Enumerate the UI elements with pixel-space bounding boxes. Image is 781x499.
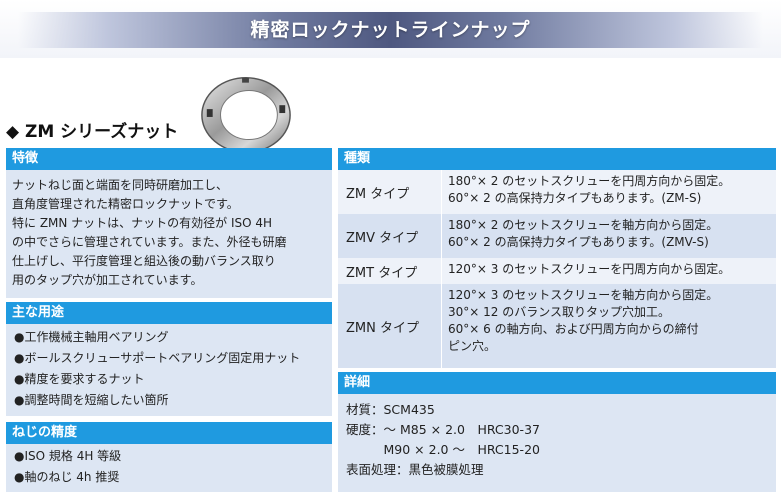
lock-nut-image <box>201 77 291 153</box>
details-line: 表面処理：黒色被膜処理 <box>346 462 484 477</box>
page-title: 精密ロックナットラインナップ <box>250 19 531 41</box>
features-line: ナットねじ面と端面を同時研磨加工し、 <box>12 178 229 192</box>
uses-header: 主な用途 <box>6 302 332 324</box>
features-panel: ナットねじ面と端面を同時研磨加工し、 直角度管理された精密ロックナットです。 特… <box>6 170 332 298</box>
details-panel: 材質：SCM435 硬度：～ M85 × 2.0 HRC30-37 M90 × … <box>338 394 776 492</box>
type-desc: 120°× 3 のセットスクリューを軸方向から固定。 30°× 12 のバランス… <box>442 284 776 368</box>
thread-header: ねじの精度 <box>6 422 332 444</box>
type-desc: 180°× 2 のセットスクリューを円周方向から固定。 60°× 2 の高保持力… <box>442 170 776 214</box>
type-row-zmt: ZMT タイプ 120°× 3 のセットスクリューを円周方向から固定。 <box>338 258 776 284</box>
type-name: ZM タイプ <box>338 170 442 214</box>
series-title: ◆ ZM シリーズナット <box>6 122 179 142</box>
features-line: の中でさらに管理されています。また、外径も研磨 <box>12 235 287 249</box>
types-header: 種類 <box>338 148 776 170</box>
features-line: 特に ZMN ナットは、ナットの有効径が ISO 4H <box>12 216 273 230</box>
type-desc-line: 180°× 2 のセットスクリューを軸方向から固定。 <box>448 218 719 232</box>
features-header: 特徴 <box>6 148 332 170</box>
type-name: ZMV タイプ <box>338 214 442 258</box>
use-item: ●調整時間を短縮したい箇所 <box>14 393 169 407</box>
type-desc-line: 120°× 3 のセットスクリューを軸方向から固定。 <box>448 288 719 302</box>
features-line: 用のタップ穴が加工されています。 <box>12 273 203 287</box>
type-desc-line: 180°× 2 のセットスクリューを円周方向から固定。 <box>448 174 731 188</box>
type-desc-line: 60°× 2 の高保持力タイプもあります。(ZMV-S) <box>448 235 709 249</box>
type-desc: 180°× 2 のセットスクリューを軸方向から固定。 60°× 2 の高保持力タ… <box>442 214 776 258</box>
use-item: ●ボールスクリューサポートベアリング固定用ナット <box>14 351 301 365</box>
type-desc-line: 60°× 6 の軸方向、および円周方向からの締付 <box>448 322 699 336</box>
thread-panel: ●ISO 規格 4H 等級 ●軸のねじ 4h 推奨 <box>6 444 332 492</box>
details-line: 硬度：～ M85 × 2.0 HRC30-37 <box>346 422 540 437</box>
banner-bar <box>18 12 763 48</box>
thread-item: ●軸のねじ 4h 推奨 <box>14 470 120 484</box>
type-row-zm: ZM タイプ 180°× 2 のセットスクリューを円周方向から固定。 60°× … <box>338 170 776 214</box>
type-desc-line: 120°× 3 のセットスクリューを円周方向から固定。 <box>448 262 731 276</box>
use-item: ●精度を要求するナット <box>14 372 145 386</box>
type-name: ZMT タイプ <box>338 258 442 284</box>
features-line: 直角度管理された精密ロックナットです。 <box>12 197 239 211</box>
title-banner: 精密ロックナットラインナップ <box>0 0 781 58</box>
type-desc: 120°× 3 のセットスクリューを円周方向から固定。 <box>442 258 776 284</box>
features-line: 仕上げし、平行度管理と組込後の動バランス取り <box>12 254 276 268</box>
thread-item: ●ISO 規格 4H 等級 <box>14 449 122 463</box>
details-line: M90 × 2.0 ～ HRC15-20 <box>346 442 540 457</box>
type-desc-line: ピン穴。 <box>448 339 497 353</box>
type-name: ZMN タイプ <box>338 284 442 368</box>
type-row-zmn: ZMN タイプ 120°× 3 のセットスクリューを軸方向から固定。 30°× … <box>338 284 776 368</box>
uses-panel: ●工作機械主軸用ベアリング ●ボールスクリューサポートベアリング固定用ナット ●… <box>6 324 332 416</box>
type-desc-line: 60°× 2 の高保持力タイプもあります。(ZM-S) <box>448 191 702 205</box>
details-line: 材質：SCM435 <box>346 402 435 417</box>
use-item: ●工作機械主軸用ベアリング <box>14 330 169 344</box>
type-desc-line: 30°× 12 のバランス取りタップ穴加工。 <box>448 305 670 319</box>
details-header: 詳細 <box>338 372 776 394</box>
type-row-zmv: ZMV タイプ 180°× 2 のセットスクリューを軸方向から固定。 60°× … <box>338 214 776 258</box>
